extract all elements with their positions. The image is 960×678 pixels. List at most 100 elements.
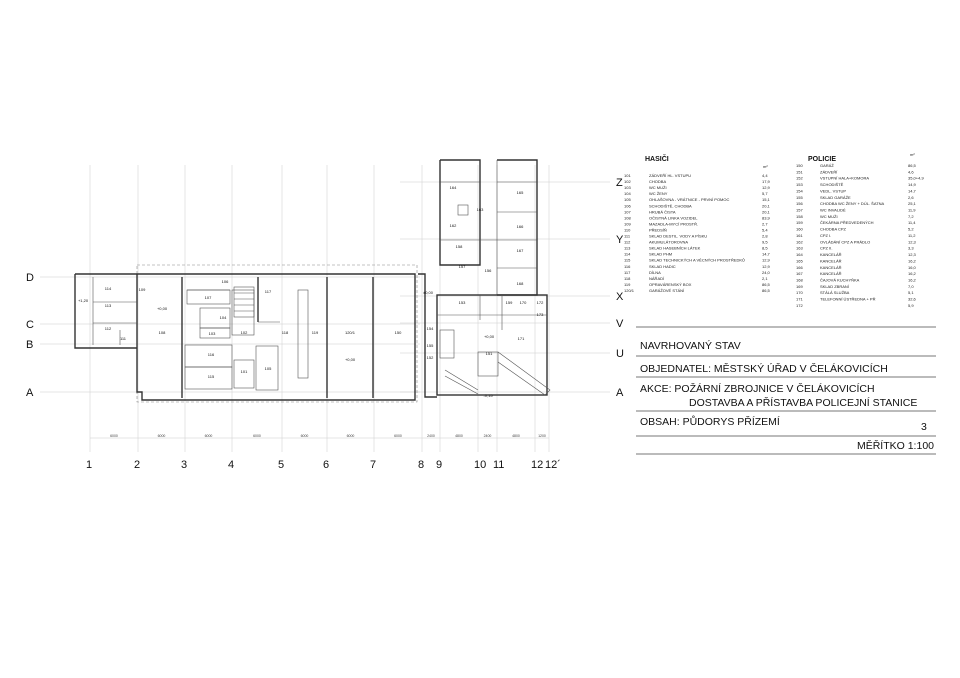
axis-label-row: V <box>616 318 624 330</box>
policie-room-number: 156 <box>796 201 803 206</box>
policie-room-name: GARÁŽ <box>820 163 834 168</box>
room-label: 153 <box>459 300 466 305</box>
hasici-room-area: 5,4 <box>762 227 768 232</box>
policie-room-number: 172 <box>796 303 803 308</box>
policie-room-name: STÁLÁ SLUŽBA <box>820 290 850 295</box>
axis-label-row: C <box>26 319 34 331</box>
axis-label-row: Z <box>616 177 623 189</box>
hasici-room-number: 116 <box>624 264 631 269</box>
sheet-number: 3 <box>921 421 927 433</box>
policie-room-area: 11,4 <box>908 220 916 225</box>
hasici-room-name: DÍLNA <box>649 270 661 275</box>
dimension-label: 6000 <box>205 434 213 438</box>
policie-room-area: 32,6 <box>908 297 917 302</box>
sheet-content: OBSAH: PŮDORYS PŘÍZEMÍ <box>640 415 780 428</box>
room-label: 113 <box>105 303 112 308</box>
policie-room-number: 163 <box>796 246 803 251</box>
policie-room-number: 155 <box>796 195 803 200</box>
room-label: 166 <box>517 224 524 229</box>
hasici-room-area: 86,5 <box>762 288 771 293</box>
policie-room-area: 4,6 <box>908 169 914 174</box>
room-label: 165 <box>517 190 524 195</box>
hasici-room-name: NÁŘADÍ <box>649 276 665 281</box>
hasici-room-area: 4,4 <box>762 173 768 178</box>
hasici-room-area: 20,1 <box>762 209 771 214</box>
level-mark: ±0,00 <box>423 290 434 295</box>
room-label: 118 <box>282 330 289 335</box>
hasici-room-area: 12,9 <box>762 264 771 269</box>
policie-room-area: 7,2 <box>908 214 914 219</box>
police-station-plan <box>418 159 551 398</box>
hasici-unit: m² <box>763 164 768 169</box>
policie-room-area: 86,5 <box>908 163 917 168</box>
policie-room-area: 16,2 <box>908 277 917 282</box>
hasici-room-area: 83,9 <box>762 215 771 220</box>
room-label: 120/1 <box>345 330 356 335</box>
hasici-room-name: SKLAD HASEBNÍCH LÁTEK <box>649 246 701 251</box>
axis-label-column: 7 <box>370 459 376 471</box>
room-label: 168 <box>517 281 524 286</box>
policie-room-number: 152 <box>796 176 803 181</box>
policie-room-area: 11,9 <box>908 208 916 213</box>
policie-room-name: WC INVALIDÉ <box>820 208 846 213</box>
client: OBJEDNATEL: MĚSTSKÝ ÚŘAD V ČELÁKOVICÍCH <box>640 362 888 375</box>
stair <box>233 286 255 318</box>
policie-room-name: CHODBA CPZ <box>820 227 847 232</box>
policie-title: POLICIE <box>808 156 836 163</box>
hasici-room-name: ZÁDVEŘÍ HL. VSTUPU <box>649 173 691 178</box>
policie-room-area: 5,9 <box>908 303 914 308</box>
room-label: 106 <box>222 279 229 284</box>
axis-label-column: 12´ <box>545 459 561 471</box>
policie-room-number: 151 <box>796 169 803 174</box>
policie-room-name: KANCELÁŘ <box>820 265 842 270</box>
policie-room-area: 7,0 <box>908 284 914 289</box>
hasici-room-name: SKLAD TECHNICKÝCH A VĚCNÝCH PROSTŘEDKŮ <box>649 258 745 263</box>
dimension-label: 4800 <box>512 434 520 438</box>
policie-room-area: 35,0+4,9 <box>908 176 924 181</box>
policie-room-number: 153 <box>796 182 803 187</box>
policie-room-name: VSTUPNÍ HALA+KOMORA <box>820 176 869 181</box>
policie-room-name: TELEFONNÍ ÚSTŘEDNA + PŘ <box>820 297 876 302</box>
room-label: 156 <box>485 268 492 273</box>
axis-label-column: 3 <box>181 459 187 471</box>
room-label: 102 <box>241 330 248 335</box>
policie-room-area: 12,3 <box>908 239 917 244</box>
hasici-room-number: 112 <box>624 240 631 245</box>
drawing-state: NAVRHOVANÝ STAV <box>640 339 741 352</box>
hasici-room-number: 113 <box>624 246 631 251</box>
hasici-room-name: AKUMULÁTOROVNA <box>649 240 688 245</box>
hasici-room-area: 14,7 <box>762 252 771 257</box>
room-label: 170 <box>520 300 527 305</box>
room-label: 150 <box>395 330 402 335</box>
hasici-room-area: 12,9 <box>762 258 771 263</box>
room-label: 108 <box>159 330 166 335</box>
policie-room-area: 25,1 <box>908 201 917 206</box>
dimension-label: 2400 <box>484 434 492 438</box>
hasici-room-number: 115 <box>624 258 631 263</box>
policie-room-name: VEDL. VSTUP <box>820 188 846 193</box>
hasici-room-area: 2,8 <box>762 234 768 239</box>
policie-room-number: 160 <box>796 227 803 232</box>
room-label: 173 <box>537 312 544 317</box>
room-label: 104 <box>220 315 227 320</box>
room-label: 171 <box>518 336 525 341</box>
axis-label-row: D <box>26 272 34 284</box>
room-label: 111 <box>120 336 127 341</box>
hasici-room-name: SCHODIŠTĚ, CHODBA <box>649 203 692 208</box>
policie-room-area: 16,0 <box>908 265 917 270</box>
policie-room-name: KANCELÁŘ <box>820 252 842 257</box>
room-label: 109 <box>139 287 146 292</box>
project-line1: AKCE: POŽÁRNÍ ZBROJNICE V ČELÁKOVICÍCH <box>640 382 875 395</box>
hasici-room-number: 114 <box>624 252 631 257</box>
hasici-room-name: SKLAD HADIC <box>649 264 676 269</box>
hasici-room-area: 17,9 <box>762 179 771 184</box>
axis-label-column: 9 <box>436 459 442 471</box>
dimension-label: 2400 <box>427 434 435 438</box>
policie-room-name: SCHODIŠTĚ <box>820 182 844 187</box>
dimension-label: 4800 <box>455 434 463 438</box>
axis-label-column: 4 <box>228 459 234 471</box>
policie-room-area: 16,2 <box>908 271 917 276</box>
policie-room-area: 14,9 <box>908 182 917 187</box>
hasici-room-area: 24,0 <box>762 270 771 275</box>
hasici-title: HASIČI <box>645 154 669 163</box>
